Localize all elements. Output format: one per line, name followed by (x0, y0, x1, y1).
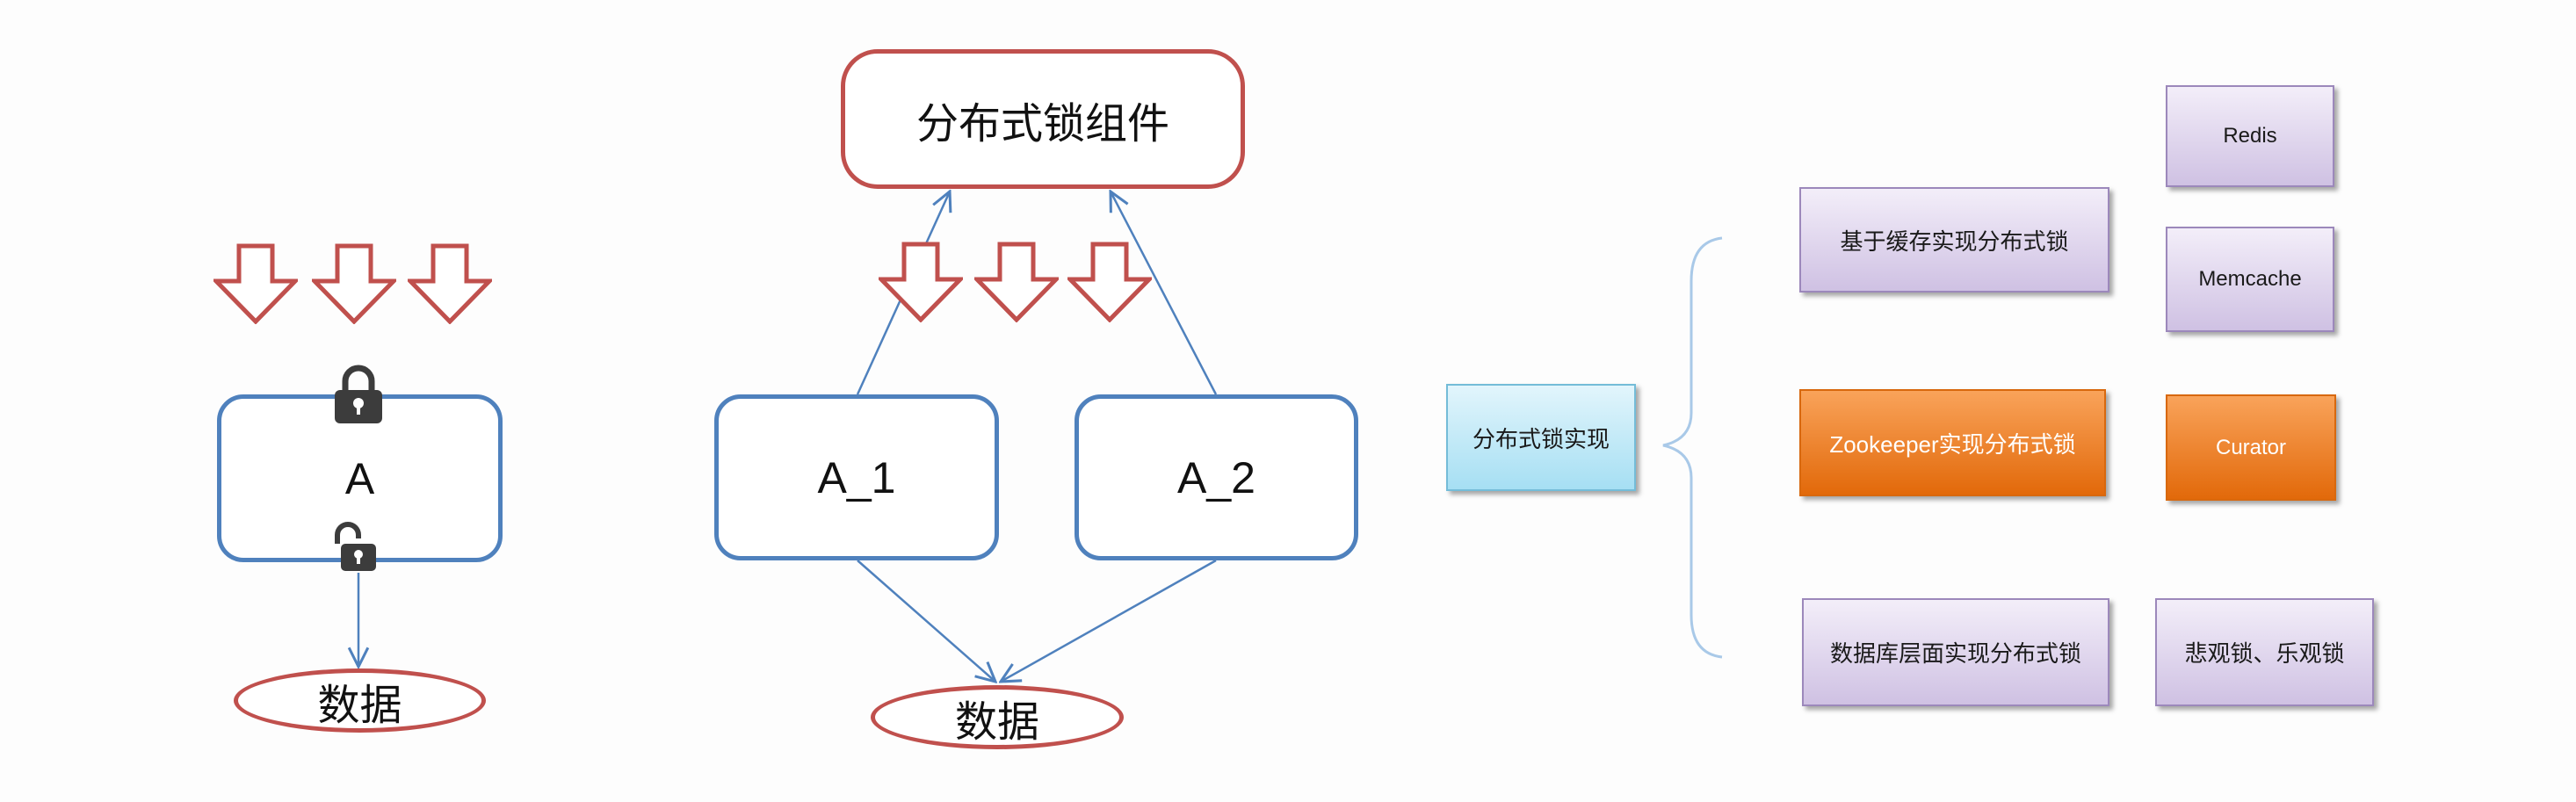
implementation-root: 分布式锁实现 (1446, 384, 1636, 491)
node-a2: A_2 (1075, 394, 1358, 560)
node-label: A (344, 453, 375, 503)
option-label: 悲观锁、乐观锁 (2184, 640, 2345, 667)
option-label: Curator (2215, 435, 2287, 459)
down-arrow-icon (974, 242, 1059, 322)
data-store-label: 数据 (954, 698, 1039, 746)
brace (1662, 236, 1723, 659)
option-redis: Redis (2166, 85, 2334, 187)
down-arrow-icon (879, 242, 963, 322)
node-label: A_2 (1177, 452, 1255, 502)
option-pessimistic-optimistic: 悲观锁、乐观锁 (2155, 598, 2374, 706)
option-memcache: Memcache (2166, 227, 2334, 332)
down-arrow-icon (408, 243, 492, 324)
option-label: Redis (2223, 124, 2277, 148)
branch-cache: 基于缓存实现分布式锁 (1799, 187, 2109, 293)
branch-label: 数据库层面实现分布式锁 (1829, 640, 2081, 667)
lock-component-label: 分布式锁组件 (915, 100, 1169, 148)
data-store: 数据 (871, 685, 1124, 749)
down-arrow-icon (312, 243, 396, 324)
data-store: 数据 (234, 668, 486, 733)
node-label: A_1 (817, 452, 896, 502)
down-arrow-icon (1067, 242, 1152, 322)
unlock-icon (335, 522, 376, 571)
root-label: 分布式锁实现 (1472, 425, 1610, 452)
lock-icon (335, 365, 382, 423)
branch-label: Zookeeper实现分布式锁 (1829, 430, 2076, 458)
branch-zookeeper: Zookeeper实现分布式锁 (1799, 389, 2106, 496)
option-curator: Curator (2166, 394, 2336, 501)
option-label: Memcache (2198, 267, 2302, 291)
node-a1: A_1 (714, 394, 999, 560)
branch-database: 数据库层面实现分布式锁 (1802, 598, 2109, 706)
lock-component: 分布式锁组件 (841, 49, 1245, 189)
connector-line (857, 560, 995, 682)
branch-label: 基于缓存实现分布式锁 (1840, 228, 2069, 255)
connector-line (1001, 559, 1217, 682)
data-store-label: 数据 (317, 682, 402, 729)
down-arrow-icon (213, 243, 298, 324)
